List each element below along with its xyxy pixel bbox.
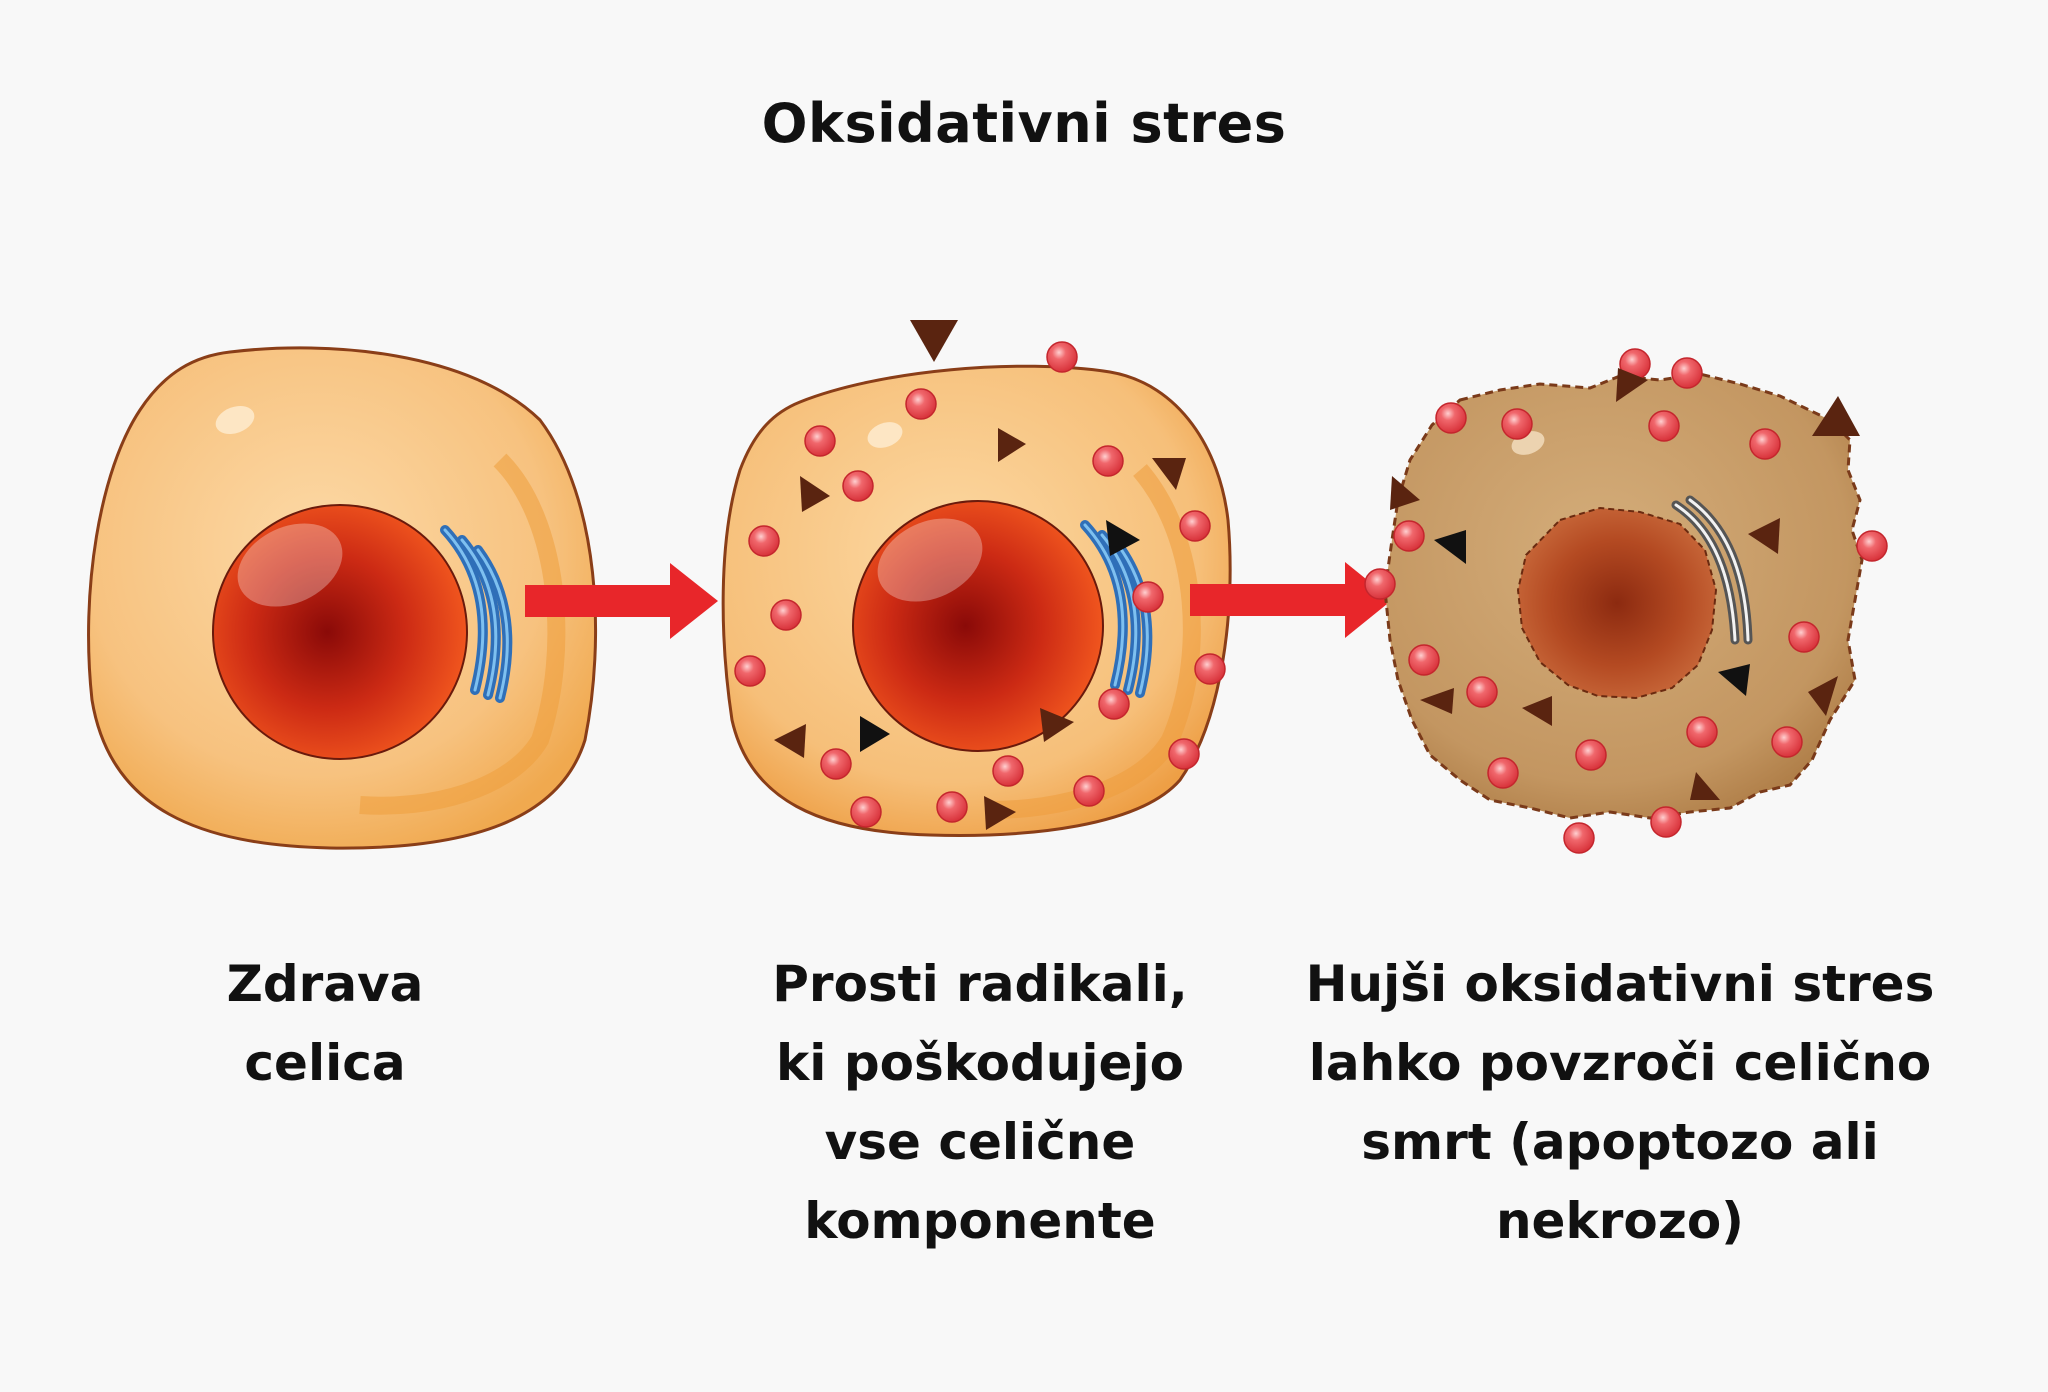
free-radical-icon [820, 748, 852, 780]
healthy-cell-icon [87, 346, 598, 850]
free-radical-icon [1749, 428, 1781, 460]
free-radical-icon [1501, 408, 1533, 440]
caption-line: smrt (apoptozo ali [1361, 1113, 1879, 1171]
free-radical-icon [770, 599, 802, 631]
caption-line: Prosti radikali, [772, 955, 1188, 1013]
free-radical-icon [1098, 688, 1130, 720]
caption-line: Zdrava [226, 955, 424, 1013]
free-radical-icon [1563, 822, 1595, 854]
caption-line: nekrozo) [1495, 1192, 1745, 1250]
free-radical-icon [1650, 806, 1682, 838]
free-radical-icon [1408, 644, 1440, 676]
free-radical-icon [1364, 568, 1396, 600]
free-radical-icon [804, 425, 836, 457]
free-radical-icon [1856, 530, 1888, 562]
free-radical-icon [936, 791, 968, 823]
free-radical-icon [1671, 357, 1703, 389]
caption-line: komponente [804, 1192, 1156, 1250]
free-radical-icon [1179, 510, 1211, 542]
free-radical-icon [1073, 775, 1105, 807]
free-radical-icon [748, 525, 780, 557]
nucleus-icon [212, 504, 468, 760]
free-radical-icon [905, 388, 937, 420]
diagram-title: Oksidativni stres [761, 92, 1287, 155]
free-radical-icon [1771, 726, 1803, 758]
free-radical-icon [1487, 757, 1519, 789]
radical-markers-cell3 [1390, 368, 1860, 800]
caption-line: ki poškodujejo [776, 1034, 1184, 1092]
arrow-right-icon [1190, 562, 1392, 638]
free-radical-icon [1788, 621, 1820, 653]
free-radical-icon [1686, 716, 1718, 748]
free-radical-icon [734, 655, 766, 687]
free-radical-icon [1132, 581, 1164, 613]
arrow-right-icon [525, 563, 718, 639]
free-radical-icon [1575, 739, 1607, 771]
free-radical-icon [842, 470, 874, 502]
free-radical-icon [1194, 653, 1226, 685]
free-radical-icon [1393, 520, 1425, 552]
free-radical-icon [1648, 410, 1680, 442]
caption-line: celica [244, 1034, 406, 1092]
free-radical-icon [850, 796, 882, 828]
free-radical-icon [1466, 676, 1498, 708]
radical-markers-cell2 [774, 320, 1186, 830]
free-radical-icon [1046, 341, 1078, 373]
caption-line: lahko povzroči celično [1308, 1034, 1932, 1092]
free-radical-icon [1092, 445, 1124, 477]
free-radical-icon [1435, 402, 1467, 434]
caption-free-radicals: Prosti radikali, ki poškodujejo vse celi… [740, 945, 1220, 1261]
caption-cell-death: Hujši oksidativni stres lahko povzroči c… [1280, 945, 1960, 1261]
dying-cell-icon [1383, 372, 1864, 820]
caption-healthy-cell: Zdrava celica [160, 945, 490, 1103]
free-radical-icon [1168, 738, 1200, 770]
caption-line: vse celične [824, 1113, 1136, 1171]
free-radical-icon [992, 755, 1024, 787]
caption-line: Hujši oksidativni stres [1305, 955, 1935, 1013]
